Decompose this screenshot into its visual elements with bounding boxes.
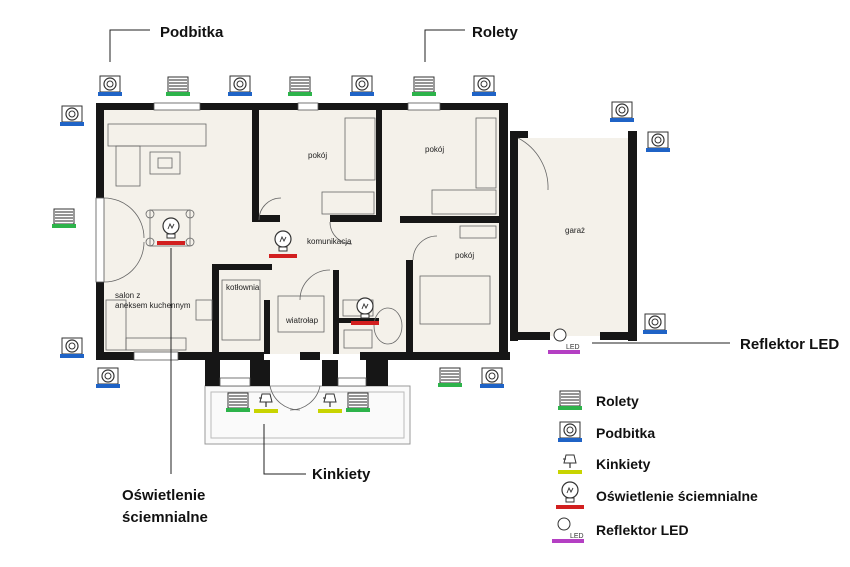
callout-reflektor-led: Reflektor LED (740, 336, 839, 353)
soffit-light-icon (59, 105, 85, 127)
soffit-light-icon (479, 367, 505, 389)
roller-blind-icon (225, 392, 251, 413)
room-label-boiler: kotłownia (226, 283, 260, 292)
furniture (103, 117, 549, 411)
soffit-light-icon (471, 75, 497, 97)
soffit-light-icon (349, 75, 375, 97)
legend-item-oswietlenie: Oświetlenie ściemnialne (555, 481, 758, 510)
room-label-room-c: pokój (455, 251, 474, 260)
callouts: Podbitka Rolety Reflektor LED Kinkiety O… (122, 24, 839, 526)
legend-item-rolety: Rolety (557, 390, 639, 411)
soffit-light-icon (557, 421, 583, 443)
legend-label: Podbitka (596, 425, 655, 441)
room-label-garage: garaż (565, 226, 585, 235)
outer-walls (96, 103, 637, 386)
roller-blind-icon (437, 367, 463, 388)
legend-label: Reflektor LED (596, 522, 689, 538)
legend-label: Oświetlenie ściemnialne (596, 488, 758, 504)
soffit-light-icon (609, 101, 635, 123)
wall-lamp-icon (557, 454, 583, 475)
led-tag: LED (570, 533, 584, 540)
legend-item-podbitka: Podbitka (557, 421, 655, 443)
legend-item-reflektor: LED Reflektor LED (552, 517, 689, 543)
windows (95, 102, 441, 387)
led-tag: LED (566, 344, 580, 351)
room-label-windbreak: wiatrołap (285, 316, 319, 325)
led-reflector-icon (553, 328, 567, 342)
soffit-light-icon (95, 367, 121, 389)
soffit-light-icon (642, 313, 668, 335)
roller-blind-icon (411, 76, 437, 97)
room-label-room-a: pokój (308, 151, 327, 160)
roller-blind-icon (165, 76, 191, 97)
soffit-light-icon (59, 337, 85, 359)
room-label-living: salon z (115, 291, 140, 300)
callout-oswietlenie-line1: Oświetlenie (122, 487, 205, 504)
roller-blind-icon (345, 392, 371, 413)
legend: Rolety Podbitka Kinkiety Oświetlenie ści… (552, 390, 758, 543)
soffit-light-icon (227, 75, 253, 97)
room-label-living-2: aneksem kuchennym (115, 301, 191, 310)
led-reflector-marker: LED (548, 328, 580, 354)
callout-kinkiety: Kinkiety (312, 466, 371, 483)
room-label-room-b: pokój (425, 145, 444, 154)
roller-blind-icon (557, 390, 583, 411)
callout-rolety: Rolety (472, 24, 519, 41)
legend-label: Kinkiety (596, 456, 651, 472)
callout-podbitka: Podbitka (160, 24, 224, 41)
callout-oswietlenie-line2: ściemnialne (122, 509, 208, 526)
leader-lines (109, 29, 730, 475)
room-labels: salon z aneksem kuchennym pokój pokój po… (115, 145, 585, 325)
legend-label: Rolety (596, 393, 639, 409)
soffit-light-icon (645, 131, 671, 153)
led-reflector-icon (557, 517, 571, 531)
dimmable-bulb-icon (555, 481, 585, 510)
room-label-corridor: komunikacja (307, 237, 352, 246)
roller-blind-icon (287, 76, 313, 97)
roller-blind-icon (51, 208, 77, 229)
legend-item-kinkiety: Kinkiety (557, 454, 651, 475)
soffit-light-icon (97, 75, 123, 97)
interior-walls (212, 110, 499, 354)
